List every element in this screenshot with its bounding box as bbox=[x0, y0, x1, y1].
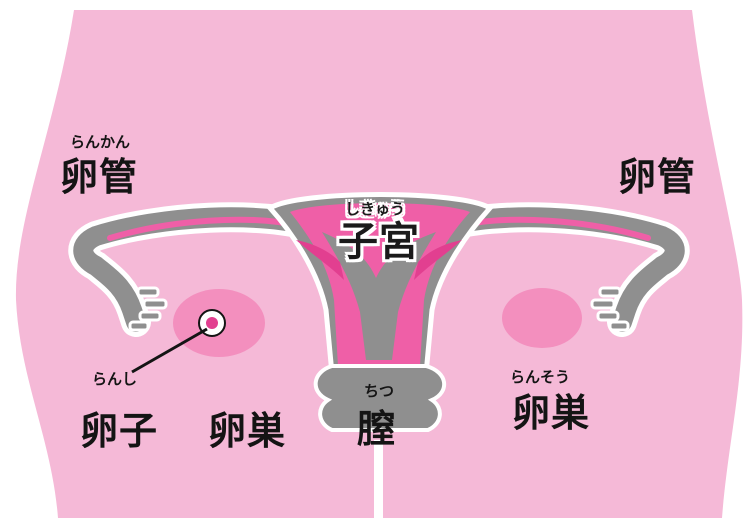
vagina-ruby: ちつ bbox=[364, 382, 395, 400]
uterus-ruby: しきゅう bbox=[345, 200, 406, 218]
ovary-right-ruby: らんそう bbox=[510, 368, 571, 386]
vagina-label: 膣 bbox=[357, 407, 397, 451]
ovary-left-label: 卵巣 bbox=[208, 409, 287, 453]
tube-right-label: 卵管 bbox=[618, 155, 697, 199]
egg-ruby: らんし bbox=[92, 370, 138, 388]
uterus-shape bbox=[266, 192, 494, 377]
egg-pointer-line bbox=[131, 327, 208, 374]
leg-gap bbox=[374, 440, 383, 518]
uterus-label: 子宮 bbox=[338, 219, 420, 265]
fallopian-tube-right bbox=[425, 202, 690, 337]
tube-left-label: 卵管 bbox=[60, 155, 139, 199]
ovary-right-label: 卵巣 bbox=[512, 391, 591, 435]
egg-label: 卵子 bbox=[80, 409, 159, 453]
fallopian-tube-left bbox=[68, 202, 333, 337]
tube-left-ruby: らんかん bbox=[70, 133, 131, 151]
vagina-shape bbox=[313, 364, 446, 432]
ovary-right bbox=[502, 288, 582, 348]
